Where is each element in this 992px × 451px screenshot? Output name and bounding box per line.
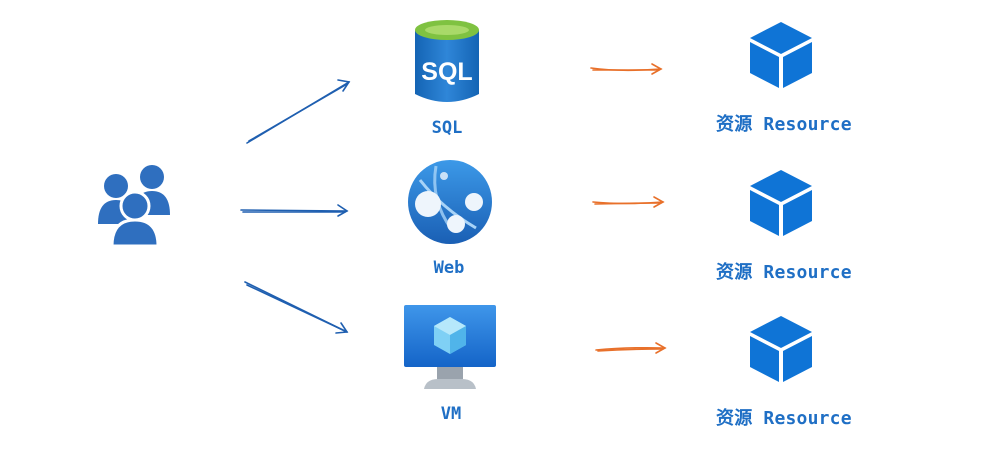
service-label-sql: SQL [431, 118, 463, 138]
service-label-vm: VM [440, 404, 462, 424]
arrow-to-sql [246, 79, 351, 144]
arrow-to-web [240, 204, 349, 217]
resource-label-2: 资源 Resource [716, 262, 852, 283]
arrow-sql-to-resource [590, 63, 663, 75]
resource-cube-icon [750, 170, 812, 236]
resource-cube-icon [750, 22, 812, 88]
arrow-to-vm [244, 281, 349, 334]
web-app-icon [408, 160, 492, 244]
resource-label-3: 资源 Resource [716, 408, 852, 429]
arrow-web-to-resource [592, 196, 665, 208]
service-label-web: Web [433, 258, 465, 278]
users-group-icon [98, 165, 170, 246]
svg-text:SQL: SQL [421, 58, 472, 86]
sql-database-icon: SQL [415, 20, 479, 102]
virtual-machine-icon [404, 305, 496, 389]
resource-label-1: 资源 Resource [716, 114, 852, 135]
arrow-vm-to-resource [595, 342, 667, 354]
resource-cube-icon [750, 316, 812, 382]
